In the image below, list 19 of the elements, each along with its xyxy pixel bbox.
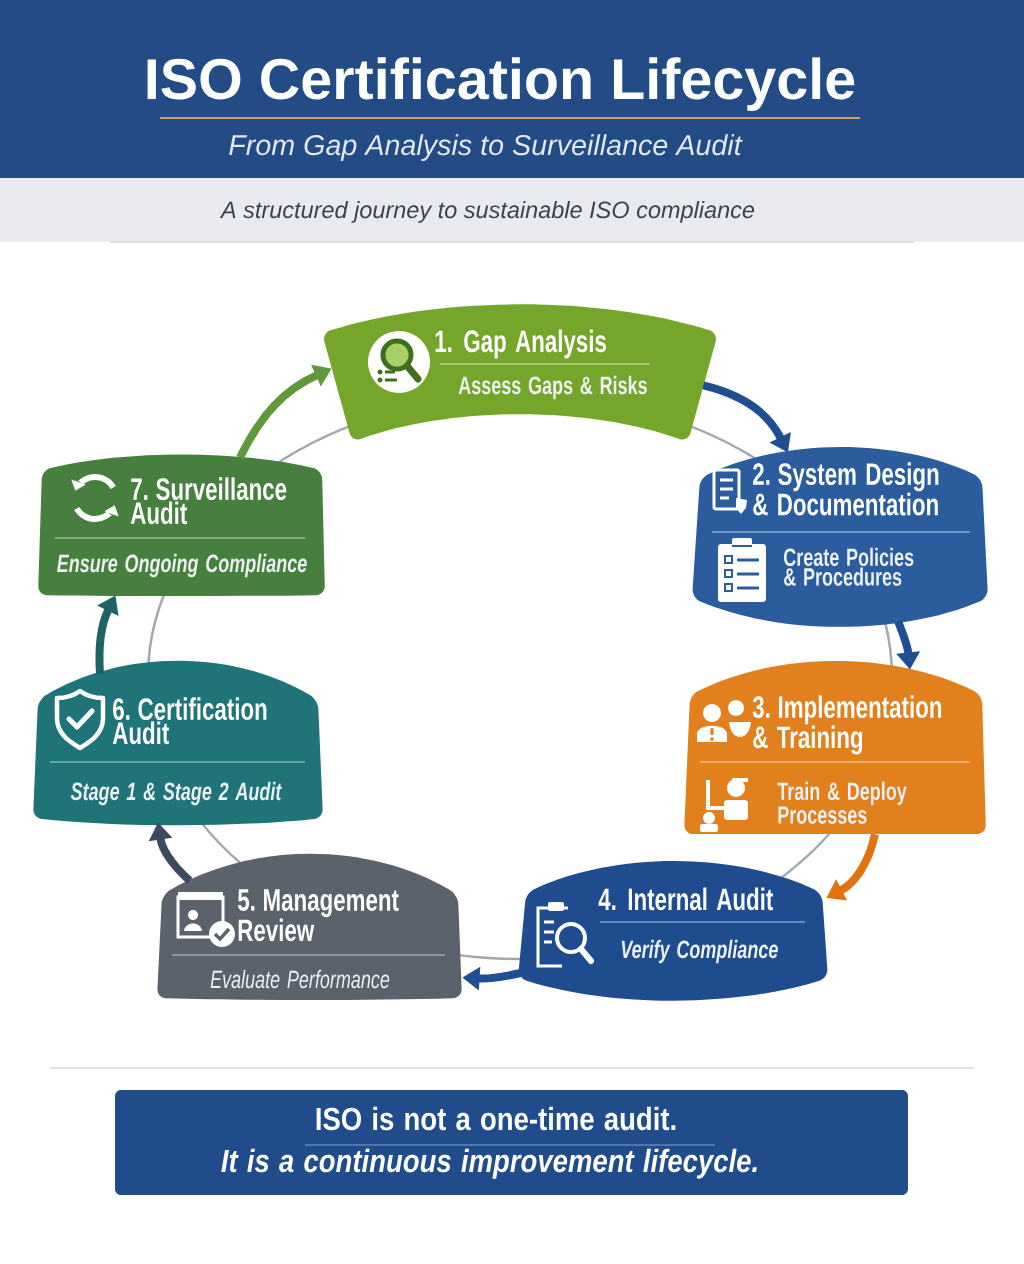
step-title: 1. Gap Analysis [435, 329, 606, 359]
step-title: 3. Implementation & Training [752, 695, 942, 755]
title: ISO Certification Lifecycle [147, 57, 855, 111]
step-description: Create Policies & Procedures [784, 547, 914, 586]
step-description: Verify Compliance [621, 939, 778, 964]
step-title: 4. Internal Audit [598, 887, 774, 911]
step-description: Stage 1 & Stage 2 Audit [70, 781, 282, 806]
step-description: Ensure Ongoing Compliance [57, 553, 307, 578]
step-title: 5. Management Review [237, 889, 399, 942]
subtitle: From Gap Analysis to Surveillance Audit [229, 134, 743, 161]
tagline: A structured journey to sustainable ISO compliance [219, 200, 755, 223]
banner-text: It is a continuous improvement lifecycle. [221, 1148, 757, 1179]
banner-text: ISO is not a one-time audit. [316, 1106, 676, 1131]
step-title: 6. Certification Audit [112, 697, 267, 745]
step-title: 7. Surveillance Audit [130, 477, 287, 525]
step-title: 2. System Design & Documentation [753, 462, 939, 516]
step-description: Assess Gaps & Risks [458, 375, 647, 400]
step-description: Evaluate Performance [210, 969, 390, 989]
step-description: Train & Deploy Processes [777, 781, 907, 824]
